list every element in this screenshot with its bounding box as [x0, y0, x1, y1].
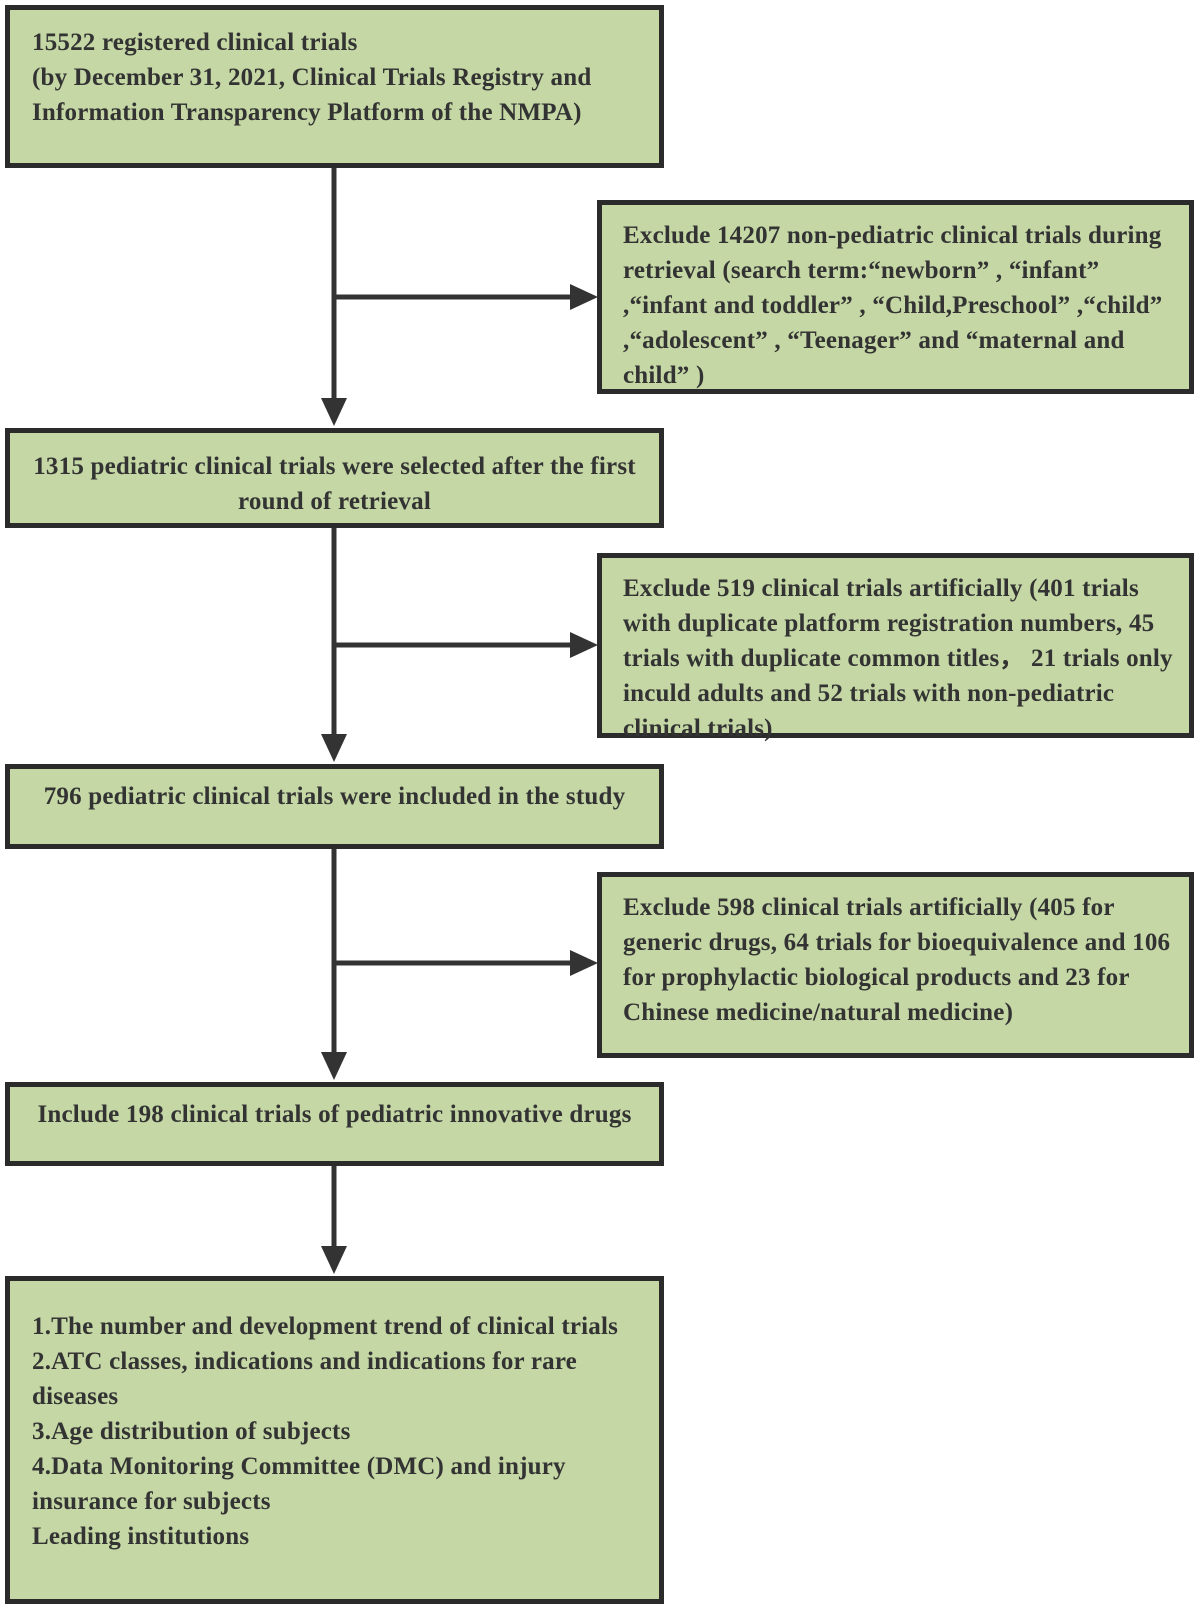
arrowhead-down-4 — [321, 1246, 347, 1274]
arrowhead-right-2 — [570, 632, 598, 658]
arrowhead-right-1 — [570, 284, 598, 310]
exclude-non-pediatric-text: Exclude 14207 non-pediatric clinical tri… — [623, 222, 1163, 389]
box-outcomes: 1.The number and development trend of cl… — [5, 1276, 664, 1604]
box-exclude-519: Exclude 519 clinical trials artificially… — [597, 553, 1194, 742]
include-198-text: Include 198 clinical trials of pediatric… — [37, 1101, 632, 1128]
arrowhead-down-2 — [321, 734, 347, 762]
exclude-598-text: Exclude 598 clinical trials artificially… — [623, 894, 1171, 1026]
outcome-item: Leading institutions — [32, 1523, 250, 1550]
selected-first-round-text: 1315 pediatric clinical trials were sele… — [33, 453, 636, 515]
exclude-519-text: Exclude 519 clinical trials artificially… — [623, 575, 1173, 742]
registered-trials-text: 15522 registered clinical trials (by Dec… — [32, 29, 592, 126]
box-registered-trials: 15522 registered clinical trials (by Dec… — [5, 5, 664, 168]
included-796-text: 796 pediatric clinical trials were inclu… — [43, 783, 626, 810]
arrowhead-right-3 — [570, 950, 598, 976]
arrowhead-down-1 — [321, 398, 347, 426]
outcome-item: 3.Age distribution of subjects — [32, 1418, 351, 1445]
box-included-796: 796 pediatric clinical trials were inclu… — [5, 764, 664, 849]
box-include-198: Include 198 clinical trials of pediatric… — [5, 1082, 664, 1166]
outcome-item: 2.ATC classes, indications and indicatio… — [32, 1348, 577, 1410]
outcome-item: 1.The number and development trend of cl… — [32, 1313, 619, 1340]
arrowhead-down-3 — [321, 1052, 347, 1080]
box-exclude-non-pediatric: Exclude 14207 non-pediatric clinical tri… — [597, 200, 1194, 394]
box-exclude-598: Exclude 598 clinical trials artificially… — [597, 872, 1194, 1058]
outcome-item: 4.Data Monitoring Committee (DMC) and in… — [32, 1453, 566, 1515]
box-selected-first-round: 1315 pediatric clinical trials were sele… — [5, 428, 664, 528]
